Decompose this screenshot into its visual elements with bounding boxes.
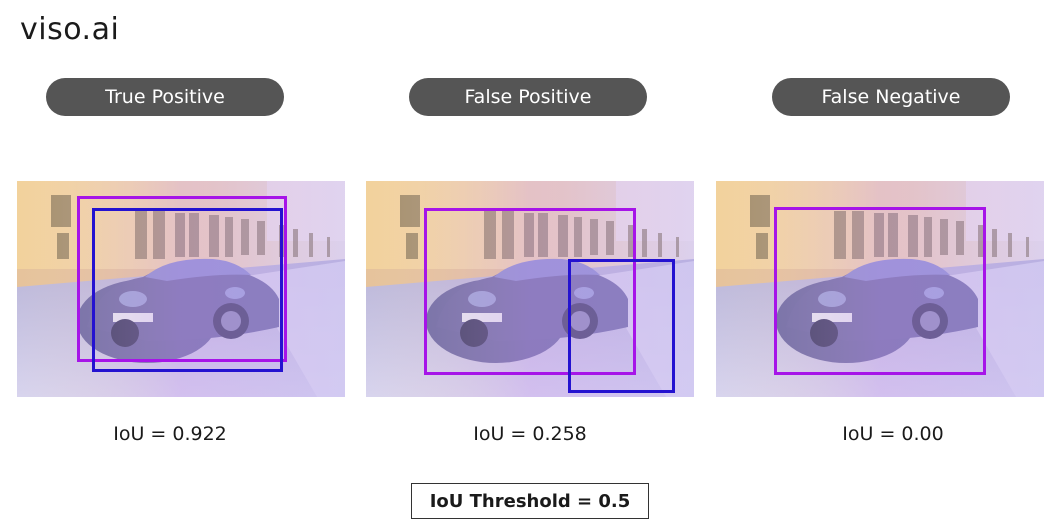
prediction-box <box>92 208 283 372</box>
iou-value-true-positive: IoU = 0.922 <box>113 423 227 445</box>
label-false-negative: False Negative <box>772 78 1010 116</box>
ground-truth-box <box>77 196 287 362</box>
iou-value-false-negative: IoU = 0.00 <box>842 423 944 445</box>
panel-true-positive <box>17 181 345 397</box>
prediction-box <box>568 259 675 393</box>
iou-threshold-box: IoU Threshold = 0.5 <box>411 483 649 519</box>
ground-truth-box <box>424 208 636 375</box>
panel-false-negative <box>716 181 1044 397</box>
viso-ai-logo: viso.ai <box>20 12 120 47</box>
ground-truth-box <box>774 207 986 375</box>
label-false-positive: False Positive <box>409 78 647 116</box>
iou-value-false-positive: IoU = 0.258 <box>473 423 587 445</box>
panel-false-positive <box>366 181 694 397</box>
label-true-positive: True Positive <box>46 78 284 116</box>
